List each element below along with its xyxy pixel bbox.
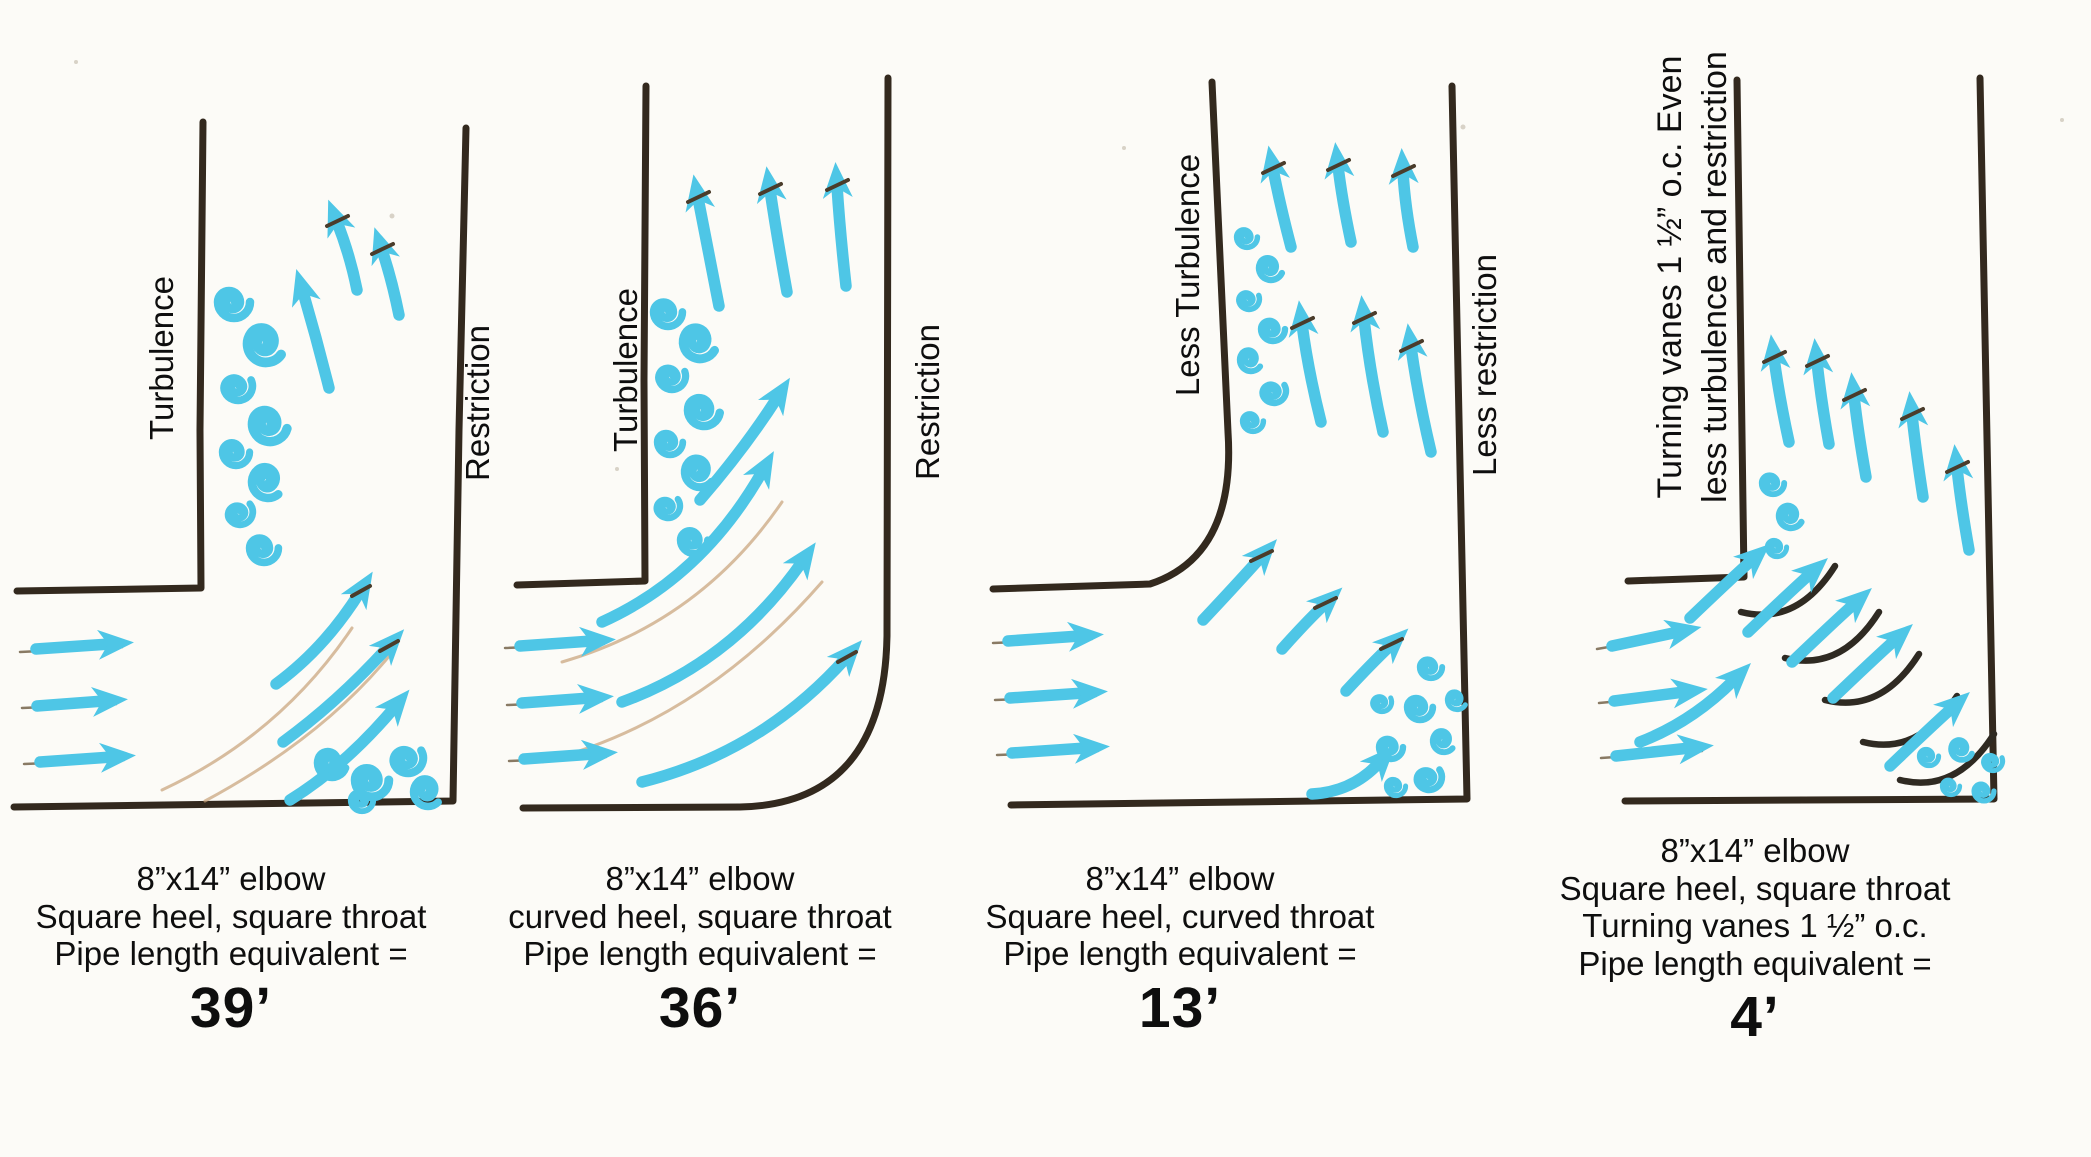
restriction-label-panel-2: Restriction <box>909 324 946 480</box>
turbulence-vortex-swirls <box>1762 475 1806 556</box>
caption-line: 8”x14” elbow <box>136 860 326 897</box>
caption-panel-2: 8”x14” elbow curved heel, square throat … <box>440 860 960 1040</box>
pipe-length-value: 39’ <box>189 975 273 1040</box>
turning-vanes-label-line-2: less turbulence and restriction <box>1696 51 1734 503</box>
pipe-length-value: 4’ <box>1730 985 1780 1049</box>
elbow-diagram-curved-heel-square-throat <box>503 74 892 812</box>
airflow-arrows <box>514 162 862 788</box>
arrow-tip-pencil-ticks <box>686 178 858 664</box>
caption-line: Square heel, curved throat <box>985 897 1375 935</box>
elbow-diagram-turning-vanes <box>1595 74 2005 805</box>
caption-line: Pipe length equivalent = <box>1578 944 1932 982</box>
turbulence-vortex-swirls <box>653 302 721 553</box>
restriction-label-panel-3: Less restriction <box>1466 254 1503 476</box>
elbow-diagram-square-heel-square-throat <box>10 118 470 812</box>
turbulence-label-panel-3: Less Turbulence <box>1169 153 1206 397</box>
turning-vanes-label-line-1: Turning vanes 1 ½” o.c. Even <box>1651 55 1689 499</box>
caption-line: Pipe length equivalent = <box>54 935 408 972</box>
caption-panel-4: 8”x14” elbow Square heel, square throat … <box>1495 832 2015 1049</box>
caption-line: Square heel, square throat <box>35 897 427 935</box>
turbulence-vortex-swirls <box>218 291 290 562</box>
caption-line: Pipe length equivalent = <box>1003 935 1357 972</box>
duct-outline <box>10 118 470 811</box>
duct-outline <box>513 74 892 812</box>
elbow-diagram-square-heel-curved-throat <box>989 78 1471 809</box>
pipe-length-value: 13’ <box>1138 975 1222 1040</box>
turbulence-label-panel-2: Turbulence <box>607 288 644 452</box>
caption-line: Turning vanes 1 ½” o.c. <box>1582 907 1928 944</box>
flow-guide-curves <box>160 626 392 803</box>
heel-corner-vortex-swirls <box>1371 659 1469 795</box>
airflow-arrows <box>30 199 410 806</box>
turbulence-vortex-swirls <box>1235 230 1290 432</box>
arrow-tip-pencil-ticks <box>325 214 400 653</box>
arrow-tip-pencil-ticks <box>1249 158 1424 651</box>
airflow-arrows <box>1002 142 1437 800</box>
paper-specks <box>74 60 2064 471</box>
pipe-length-value: 36’ <box>658 975 742 1040</box>
restriction-label-panel-1: Restriction <box>459 325 496 481</box>
airflow-arrows <box>1606 334 1975 772</box>
caption-panel-3: 8”x14” elbow Square heel, curved throat … <box>920 860 1440 1040</box>
arrow-tip-pencil-ticks <box>1762 350 1970 474</box>
turning-vanes-label-panel-4: Turning vanes 1 ½” o.c. Even less turbul… <box>1648 0 1740 557</box>
caption-line: 8”x14” elbow <box>605 860 795 897</box>
caption-line: 8”x14” elbow <box>1085 860 1275 897</box>
turbulence-label-panel-1: Turbulence <box>143 276 180 440</box>
duct-outline <box>989 78 1471 809</box>
caption-line: Pipe length equivalent = <box>523 935 877 972</box>
caption-line: 8”x14” elbow <box>1660 832 1850 869</box>
caption-panel-1: 8”x14” elbow Square heel, square throat … <box>0 860 491 1040</box>
caption-line: Square heel, square throat <box>1559 869 1951 907</box>
caption-line: curved heel, square throat <box>508 897 892 935</box>
